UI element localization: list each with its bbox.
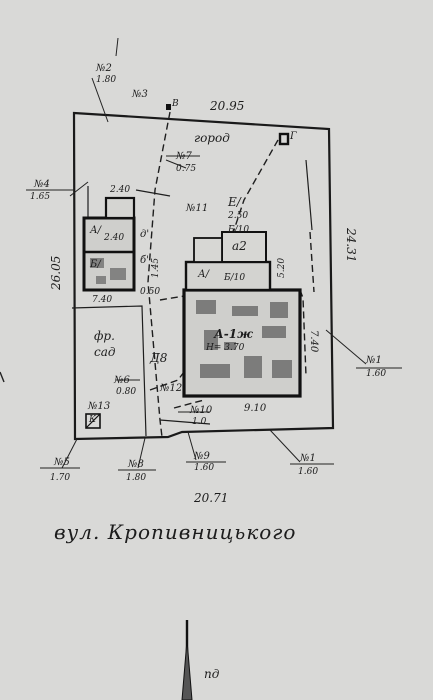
marker-n8-value: 1.80	[126, 473, 147, 483]
dimension-mid-vertical: 1.45	[151, 257, 161, 278]
marker-n1-right: №1	[366, 355, 382, 366]
main-house-hatching	[196, 300, 292, 378]
marker-n5-value: 1.70	[50, 473, 71, 483]
marker-n4-value: 1.65	[30, 192, 51, 202]
dimension-left: 26.05	[49, 255, 63, 290]
marker-n4: №4	[34, 179, 50, 190]
dimension-e-width: 2.50	[228, 211, 249, 221]
dimension-bottom: 20.71	[194, 491, 229, 505]
annex-a2-label: а2	[232, 239, 247, 253]
structure-b-label: В	[172, 99, 179, 109]
leader-lines	[26, 37, 402, 471]
main-house-height-label: Н= 3.70	[206, 343, 245, 353]
dimension-annex-width: 2.40	[110, 185, 131, 195]
dimension-left-annex-width: 2.40	[104, 233, 125, 243]
structure-g-box	[278, 132, 290, 146]
marker-n7: №7	[176, 151, 192, 162]
dimension-left-annex-small: 0.50	[140, 287, 161, 297]
annex-a1-sub-label: Б/10	[224, 273, 246, 283]
structure-g-label: Г	[290, 131, 297, 142]
marker-n3: №3	[132, 89, 148, 100]
dimension-annex-height: 5.20	[277, 257, 287, 278]
dimension-house-depth: 7.40	[308, 330, 319, 353]
north-arrow	[181, 620, 193, 700]
fruit-garden-label-1: фр.	[94, 329, 115, 343]
small-d1-label: д'	[140, 229, 150, 240]
annex-a1-outline	[184, 260, 272, 292]
court-label: Д8	[150, 351, 168, 365]
marker-n9: №9	[194, 451, 210, 462]
fruit-garden-label-2: сад	[94, 345, 116, 359]
marker-n12: №12	[160, 383, 183, 394]
marker-n9-value: 1.60	[194, 463, 215, 473]
left-annex-hatching	[90, 258, 126, 284]
marker-n2: №2	[96, 63, 112, 74]
marker-n2-value: 1.80	[96, 75, 117, 85]
marker-n13: №13	[88, 401, 111, 412]
marker-n1-right-value: 1.60	[366, 369, 387, 379]
dimension-top: 20.95	[210, 99, 245, 113]
marker-n10: №10	[190, 405, 213, 416]
dimension-right: 24.31	[344, 228, 358, 263]
marker-n6: №6	[114, 375, 130, 386]
marker-n11: №11	[186, 203, 209, 214]
left-annex-top	[104, 196, 136, 220]
marker-n6-value: 0.80	[116, 387, 137, 397]
garden-zone-label: город	[194, 131, 230, 145]
street-label: вул. Кропивницького	[54, 520, 297, 544]
edge-mark	[0, 371, 5, 383]
toilet-outline	[85, 413, 101, 429]
marker-n5: №5	[54, 457, 70, 468]
marker-n10-value: 1.0	[192, 417, 207, 427]
small-a1-label: А/	[90, 225, 101, 236]
structure-b-mark	[166, 104, 171, 110]
annex-e-label: Е/	[228, 195, 241, 209]
toilet-label: К	[89, 415, 96, 425]
north-label: пд	[204, 667, 220, 681]
toilet-cross	[85, 413, 101, 429]
main-house-label: А-1ж	[214, 327, 253, 341]
annex-e-outline	[193, 237, 223, 263]
marker-n1-bottom: №1	[300, 453, 316, 464]
dimension-house-width: 9.10	[244, 403, 267, 414]
annex-e-sub-label: Б/10	[228, 225, 250, 235]
dimension-left-annex-depth: 7.40	[92, 295, 113, 305]
marker-n8: №8	[128, 459, 144, 470]
lot-boundary	[72, 111, 335, 441]
small-b8-label: б'	[140, 255, 149, 266]
marker-n1-bottom-value: 1.60	[298, 467, 319, 477]
annex-a1-label: А/	[198, 269, 209, 280]
small-b1-label: Б/	[90, 259, 101, 270]
marker-n7-value: 0.75	[176, 164, 197, 174]
